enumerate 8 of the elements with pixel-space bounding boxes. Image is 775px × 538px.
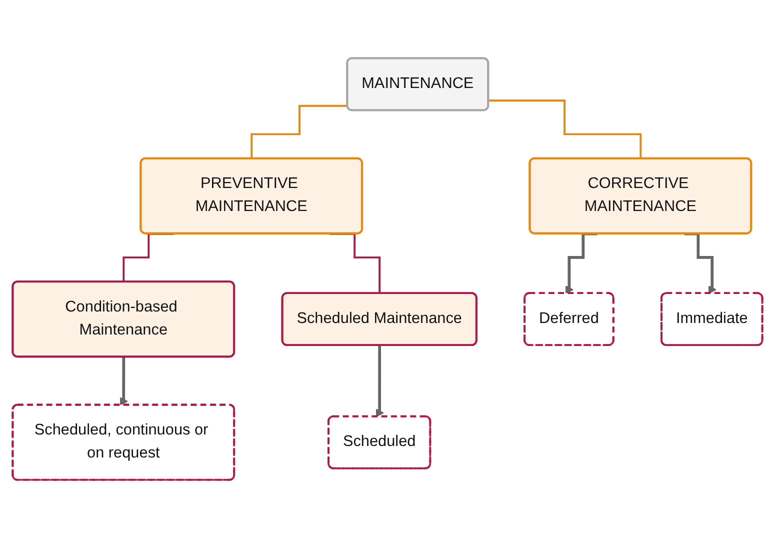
connector <box>488 100 642 160</box>
arrow <box>684 232 717 294</box>
connector <box>250 104 348 160</box>
arrow <box>376 344 384 418</box>
connector <box>330 232 381 295</box>
arrow <box>120 356 128 406</box>
connector <box>122 232 174 283</box>
arrow <box>565 232 598 294</box>
